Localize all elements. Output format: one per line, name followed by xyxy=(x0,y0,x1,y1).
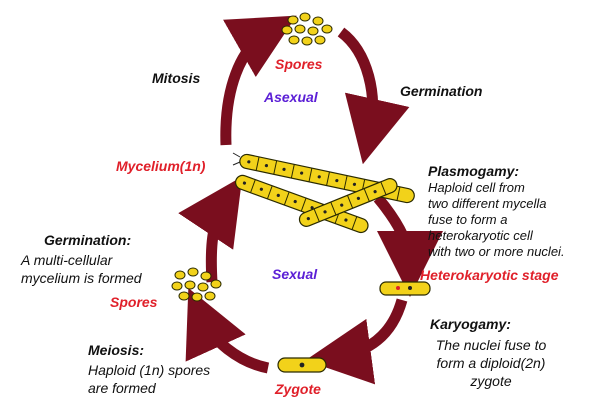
plasmogamy-line: fuse to form a xyxy=(428,212,508,227)
zygote-cell xyxy=(277,357,327,373)
heterokaryotic-cell xyxy=(379,281,431,296)
zygote-label: Zygote xyxy=(275,381,321,397)
plasmogamy-line: Haploid cell from xyxy=(428,180,525,195)
germination-left-line: A multi-cellular xyxy=(21,252,113,268)
mycelium-hyphae xyxy=(232,152,415,234)
arrow-plasmogamy xyxy=(373,194,443,297)
germination-left-description: A multi-cellular mycelium is formed xyxy=(21,251,142,287)
mitosis-label: Mitosis xyxy=(152,70,201,86)
asexual-label: Asexual xyxy=(264,89,318,105)
arrow-germination-top xyxy=(337,27,410,165)
karyogamy-line: zygote xyxy=(470,373,512,389)
sexual-label: Sexual xyxy=(272,266,318,282)
germination-top-label: Germination xyxy=(400,83,483,99)
plasmogamy-line: heterokaryotic cell xyxy=(428,228,533,243)
karyogamy-description: The nuclei fuse to form a diploid(2n) zy… xyxy=(420,336,562,390)
plasmogamy-description: Haploid cell from two different mycella … xyxy=(428,180,565,260)
plasmogamy-title: Plasmogamy: xyxy=(428,163,520,179)
arrow-germination-left xyxy=(178,176,243,283)
plasmogamy-line: with two or more nuclei. xyxy=(428,244,565,259)
plasmogamy-line: two different mycella xyxy=(428,196,547,211)
arrow-meiosis xyxy=(185,287,270,374)
meiosis-line: Haploid (1n) spores xyxy=(88,362,211,378)
meiosis-description: Haploid (1n) spores are formed xyxy=(88,361,210,397)
meiosis-line: are formed xyxy=(88,380,156,396)
karyogamy-title: Karyogamy: xyxy=(430,316,511,332)
germination-left-line: mycelium is formed xyxy=(21,270,142,286)
meiosis-title: Meiosis: xyxy=(88,342,145,358)
spores-top-label: Spores xyxy=(275,56,323,72)
mycelium-label: Mycelium(1n) xyxy=(116,158,206,174)
karyogamy-line: form a diploid(2n) xyxy=(436,355,546,371)
spores-top-cluster xyxy=(281,12,333,46)
spores-left-label: Spores xyxy=(110,294,158,310)
heterokaryotic-stage-label: Heterokaryotic stage xyxy=(420,267,559,283)
germination-left-title: Germination: xyxy=(44,232,132,248)
karyogamy-line: The nuclei fuse to xyxy=(435,337,547,353)
spores-left-cluster xyxy=(171,267,222,302)
arrow-mitosis xyxy=(220,15,297,146)
arrow-karyogamy xyxy=(305,298,408,385)
